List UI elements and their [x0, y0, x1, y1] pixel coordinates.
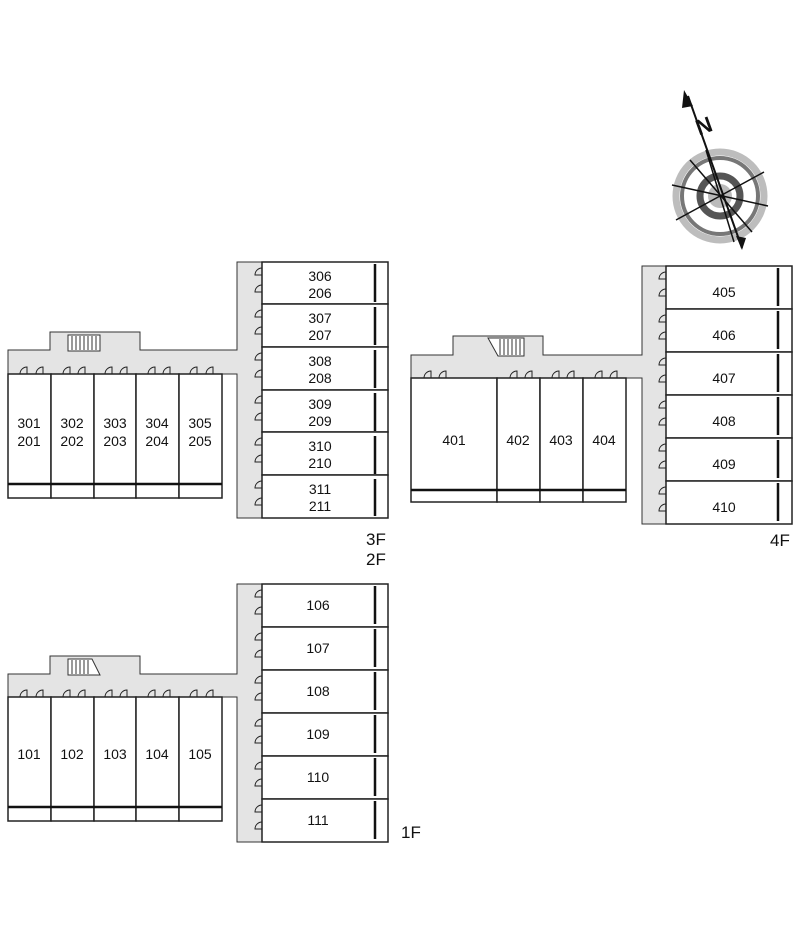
- door-icons-east: [658, 271, 667, 512]
- stair-icon: [67, 334, 101, 352]
- unit-111-label: 111: [307, 812, 328, 828]
- unit-103-label: 103: [103, 746, 127, 762]
- floor-4f: 401 402 403 404 405 406 407 408 409 410 …: [410, 265, 793, 550]
- unit-207-label: 207: [308, 327, 332, 343]
- unit-303-label: 303: [103, 415, 127, 431]
- unit-101: 101: [7, 696, 52, 822]
- unit-409: 409: [665, 437, 793, 482]
- unit-209-label: 209: [308, 413, 332, 429]
- unit-308-label: 308: [308, 353, 332, 369]
- unit-109-label: 109: [306, 726, 330, 742]
- unit-306-label: 306: [308, 268, 332, 284]
- unit-402-label: 402: [506, 432, 530, 448]
- unit-203-label: 203: [103, 433, 127, 449]
- unit-202-label: 202: [60, 433, 84, 449]
- unit-406-label: 406: [712, 327, 736, 343]
- unit-110-label: 110: [307, 769, 330, 785]
- unit-404: 404: [582, 377, 627, 503]
- unit-111: 111: [261, 798, 389, 843]
- unit-304-label: 304: [145, 415, 169, 431]
- unit-410: 410: [665, 480, 793, 525]
- unit-205-label: 205: [188, 433, 212, 449]
- unit-102: 102: [50, 696, 95, 822]
- stair-icon: [487, 337, 525, 357]
- compass-icon: N: [671, 90, 769, 250]
- unit-103: 103: [93, 696, 137, 822]
- unit-108-label: 108: [306, 683, 330, 699]
- unit-309-label: 309: [308, 396, 332, 412]
- unit-105-label: 105: [188, 746, 212, 762]
- unit-101-label: 101: [17, 746, 41, 762]
- unit-405-label: 405: [712, 284, 736, 300]
- unit-307-label: 307: [308, 310, 332, 326]
- unit-105: 105: [178, 696, 223, 822]
- unit-404-label: 404: [592, 432, 616, 448]
- unit-106: 106: [261, 583, 389, 628]
- unit-409-label: 409: [712, 456, 736, 472]
- unit-403-label: 403: [549, 432, 573, 448]
- unit-406: 406: [665, 308, 793, 353]
- unit-208-label: 208: [308, 370, 332, 386]
- unit-405: 405: [665, 265, 793, 310]
- unit-401-label: 401: [442, 432, 466, 448]
- floor-1f: 101 102 103 104 105 106 107 108 109 110 …: [7, 583, 421, 843]
- unit-305-label: 305: [188, 415, 212, 431]
- unit-407: 407: [665, 351, 793, 396]
- unit-206-label: 206: [308, 285, 332, 301]
- unit-310-label: 310: [308, 438, 332, 454]
- stair-icon: [67, 658, 101, 676]
- door-icons-west: [423, 370, 618, 379]
- unit-402: 402: [496, 377, 541, 503]
- door-icons-east: [254, 589, 263, 830]
- unit-407-label: 407: [712, 370, 736, 386]
- unit-401: 401: [410, 377, 498, 503]
- unit-210-label: 210: [308, 455, 332, 471]
- unit-110: 110: [261, 755, 389, 800]
- unit-201-label: 201: [17, 433, 41, 449]
- unit-109: 109: [261, 712, 389, 757]
- unit-107: 107: [261, 626, 389, 671]
- unit-403: 403: [539, 377, 584, 503]
- unit-102-label: 102: [60, 746, 84, 762]
- floor-label-2f: 2F: [366, 550, 386, 569]
- unit-408-label: 408: [712, 413, 736, 429]
- floor-label-1f: 1F: [401, 823, 421, 842]
- unit-204-label: 204: [145, 433, 169, 449]
- unit-104: 104: [135, 696, 180, 822]
- unit-106-label: 106: [306, 597, 330, 613]
- door-icons-east: [254, 267, 263, 506]
- floor-label-4f: 4F: [770, 531, 790, 550]
- compass-north-label: N: [692, 111, 715, 140]
- unit-301-label: 301: [17, 415, 41, 431]
- door-icons-west: [19, 366, 214, 375]
- floor-label-3f: 3F: [366, 530, 386, 549]
- unit-408: 408: [665, 394, 793, 439]
- unit-107-label: 107: [306, 640, 330, 656]
- unit-104-label: 104: [145, 746, 169, 762]
- unit-311-label: 311: [309, 481, 332, 497]
- unit-302-label: 302: [60, 415, 84, 431]
- unit-410-label: 410: [712, 499, 736, 515]
- unit-211-label: 211: [309, 498, 332, 514]
- unit-108: 108: [261, 669, 389, 714]
- door-icons-west: [19, 689, 214, 698]
